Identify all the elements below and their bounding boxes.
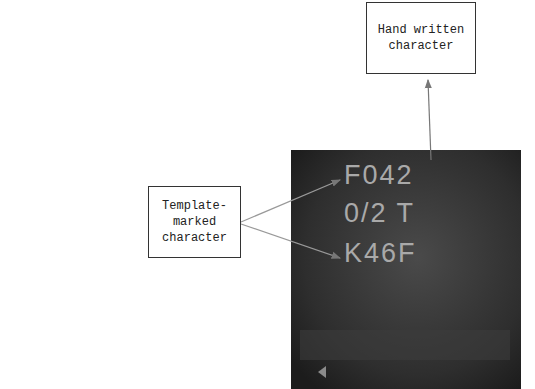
callout-box: Template-marked character bbox=[148, 186, 241, 258]
leader-line bbox=[241, 224, 340, 258]
photo-character: 0/2 T bbox=[344, 198, 415, 229]
photo-character: K46F bbox=[344, 238, 417, 269]
callout-box: Hand written character bbox=[366, 2, 476, 74]
leader-line bbox=[428, 80, 431, 160]
leader-line bbox=[241, 180, 340, 222]
photo-character: F042 bbox=[344, 160, 414, 191]
callout-text: Template-marked character bbox=[155, 198, 234, 246]
callout-text: Hand written character bbox=[373, 22, 469, 54]
photo-band bbox=[300, 330, 510, 360]
photo-mark bbox=[318, 366, 326, 378]
